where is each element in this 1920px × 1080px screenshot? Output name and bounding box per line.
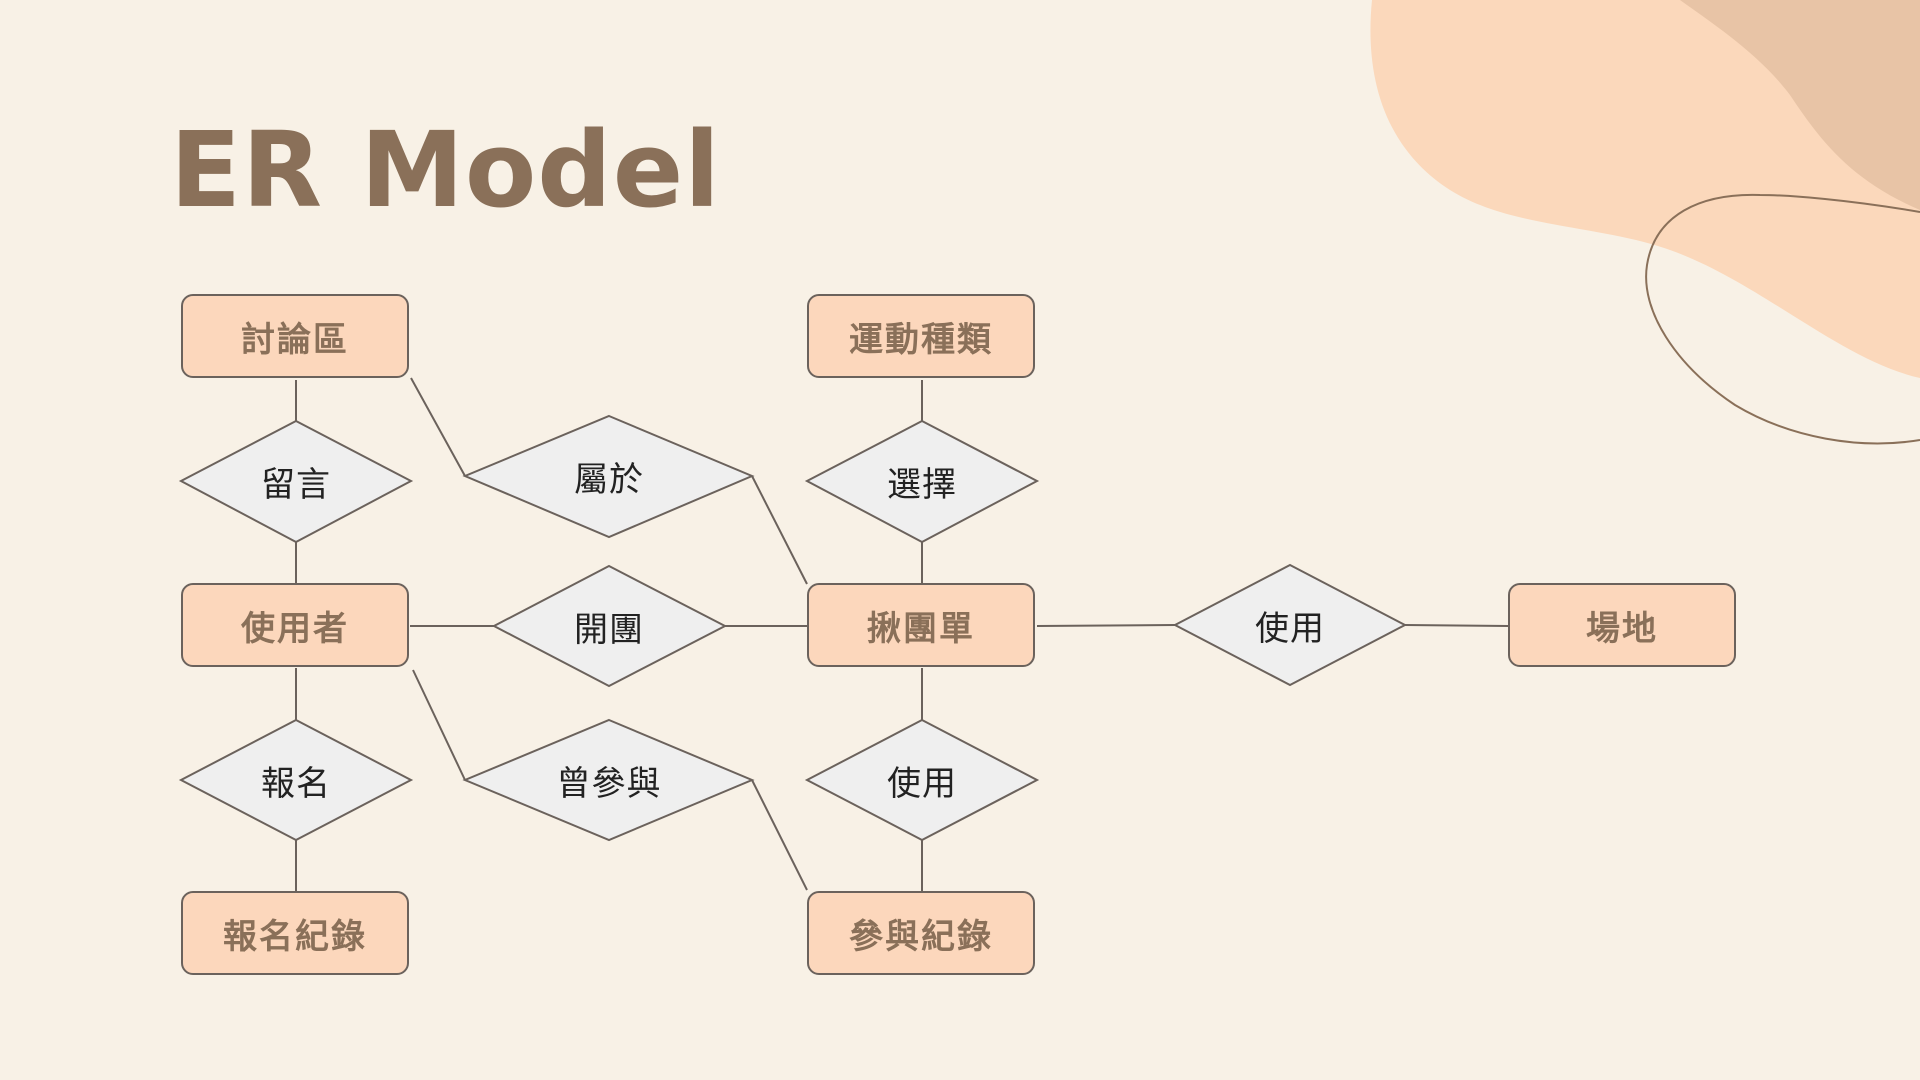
entity-sport-type: 運動種類 — [807, 294, 1035, 378]
page-title: ER Model — [170, 109, 721, 231]
connector-user-participated — [412, 669, 466, 781]
entity-venue: 場地 — [1508, 583, 1736, 667]
relationship-belongs-label: 屬於 — [574, 459, 644, 500]
relationship-use-venue-label: 使用 — [1255, 608, 1325, 649]
relationship-participated-diamond — [462, 718, 755, 842]
entity-group-order: 揪團單 — [807, 583, 1035, 667]
entity-signup-record: 報名紀錄 — [181, 891, 409, 975]
connector-grouporder-use — [1036, 624, 1176, 627]
relationship-belongs-diamond — [462, 414, 755, 539]
relationship-comment-label: 留言 — [261, 464, 331, 505]
connector-belongs-grouporder — [751, 475, 808, 585]
relationship-opengroup-diamond — [491, 564, 728, 688]
relationship-comment-diamond — [178, 419, 414, 544]
relationship-participated-label: 曾參與 — [556, 763, 662, 804]
peach-blob-decoration — [1370, 0, 1920, 378]
relationship-signup-label: 報名 — [261, 763, 331, 804]
relationship-use-venue-diamond — [1172, 563, 1408, 687]
relationship-select-diamond — [804, 419, 1040, 544]
entity-participation-record: 參與紀錄 — [807, 891, 1035, 975]
connector-use-venue — [1404, 624, 1509, 627]
entity-forum: 討論區 — [181, 294, 409, 378]
relationship-use-record-label: 使用 — [887, 763, 957, 804]
relationship-signup-diamond — [178, 718, 414, 842]
tan-blob-decoration — [1680, 0, 1920, 210]
outline-loop-decoration — [1645, 193, 1920, 445]
relationship-opengroup-label: 開團 — [574, 609, 644, 650]
relationship-use-record-diamond — [804, 718, 1040, 842]
entity-user: 使用者 — [181, 583, 409, 667]
connector-forum-belongs — [410, 377, 466, 477]
connector-participated-record — [751, 779, 808, 891]
relationship-select-label: 選擇 — [887, 464, 957, 505]
